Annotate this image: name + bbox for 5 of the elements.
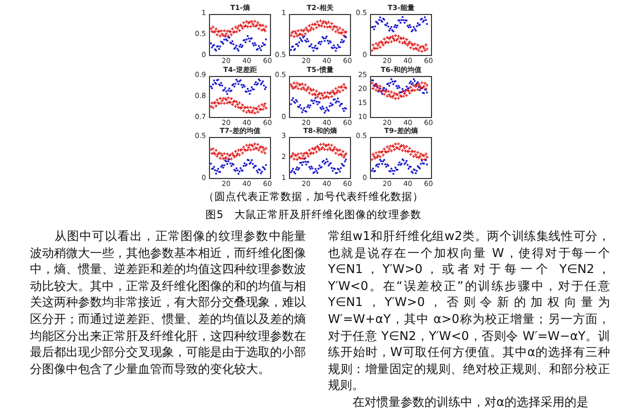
body-paragraph: 从图中可以看出，正常图像的纹理参数中能量波动稍微大一些，其他参数基本相近，而纤维化图像中，熵、惯量、逆差距和差的均值这四种纹理参数波动比较大。其中，正常及纤维化图像的和的均值与相关这两种参数均非常接近，有大部分交叠现象，难以区分开；而通过逆差距、惯量、差的均值以及差的熵均能区分出来正常肝及纤维化肝，这四种纹理参数在最后都出现少部分交叉现象，可能是由于选取的小部分图像中包含了少量血管而导致的变化较大。 bbox=[30, 228, 306, 378]
body-paragraph: 在对惯量参数的训练中，对α的选择采用的是 bbox=[351, 394, 590, 411]
figure-note: （圆点代表正常数据，加号代表纤维化数据） bbox=[202, 190, 424, 204]
body-paragraph: 常组w1和肝纤维化组w2类。两个训练集线性可分，也就是说存在一个加权向量 W，使得对于每一个 Y∈N1，Y′W>0，或者对于每一个 Y∈N2，Y′W<0。在“误差校正”的训练步骤中，对于任意 Y∈N1，Y′W>0，否则令新的加权向量为 W′=W+αY，其中 α>0称为校正增量；另一方面，对于任意 Y∈N2，Y′W<0，否则令 W′=W−αY。训练开始时，W可取任何方便值。其中α的选择有三种规则：增量固定的规则、绝对校正规则、和部分校正规则。 bbox=[328, 228, 610, 394]
figure-caption: 图5 大鼠正常肝及肝纤维化图像的纹理参数 bbox=[204, 208, 422, 222]
